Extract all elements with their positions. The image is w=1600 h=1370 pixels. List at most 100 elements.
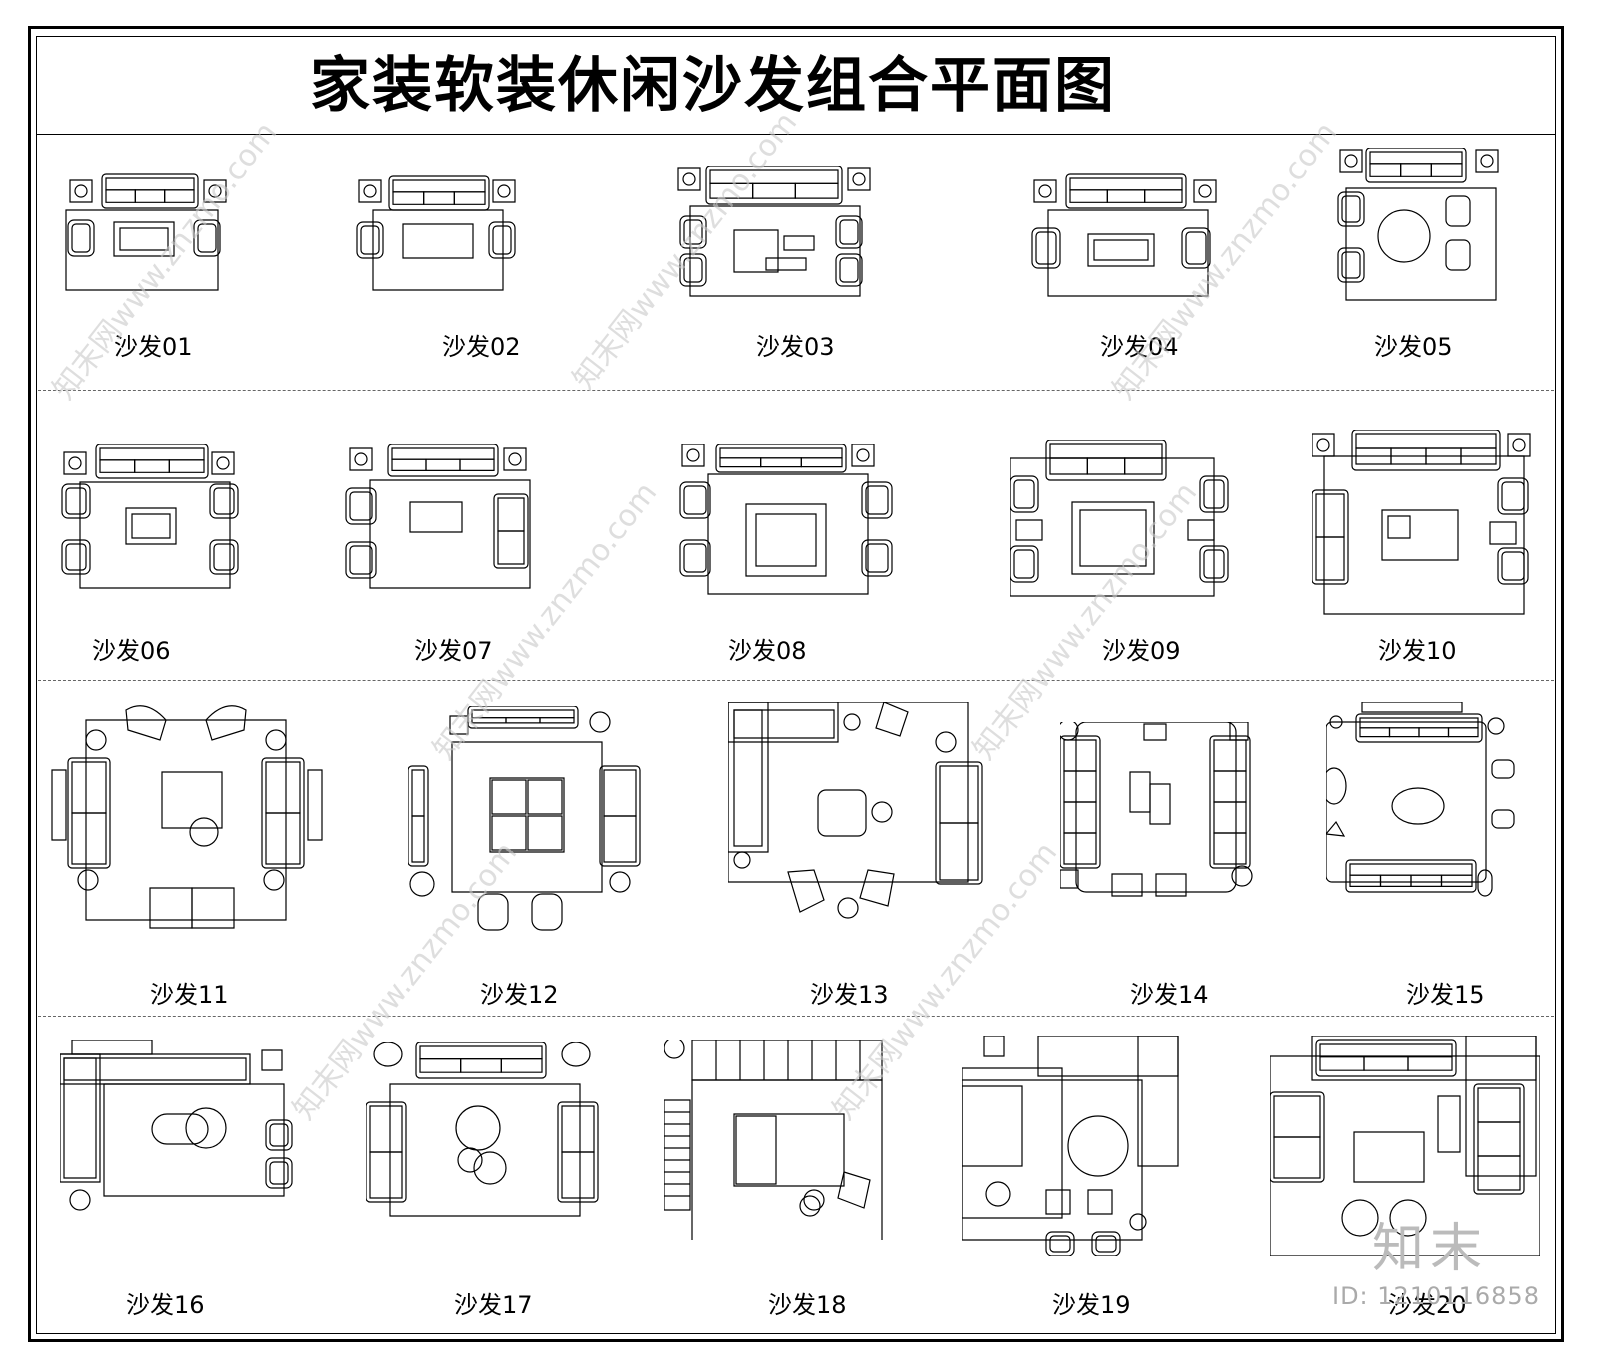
plant bbox=[800, 1196, 820, 1216]
armchair-seat bbox=[840, 220, 858, 244]
plan-label-05: 沙发05 bbox=[1374, 333, 1453, 361]
sofa-cushion bbox=[1050, 458, 1087, 474]
sofa-cushion bbox=[420, 1059, 461, 1073]
dining-chair bbox=[478, 894, 508, 930]
plan-label-02: 沙发02 bbox=[442, 333, 521, 361]
side-table bbox=[350, 448, 372, 470]
sofa-cushion bbox=[426, 459, 460, 470]
lamp bbox=[1039, 185, 1051, 197]
sofa-plan-07 bbox=[344, 444, 544, 596]
sofa-cushion bbox=[1316, 494, 1344, 537]
armchair bbox=[210, 484, 238, 518]
sofa-plan-17 bbox=[366, 1042, 616, 1222]
tea-table bbox=[734, 230, 778, 272]
round-stool bbox=[190, 818, 218, 846]
sofa-back bbox=[1050, 444, 1162, 458]
right-sofa bbox=[936, 762, 982, 884]
sofa-cushion bbox=[1274, 1096, 1320, 1137]
sofa-cushion bbox=[64, 1058, 96, 1178]
bench bbox=[1438, 1096, 1460, 1152]
rug bbox=[728, 702, 968, 882]
stool bbox=[474, 1152, 506, 1184]
three-seat-sofa bbox=[102, 174, 198, 208]
coffee-table bbox=[152, 1114, 208, 1144]
l-sofa-side bbox=[1138, 1036, 1178, 1166]
armchair bbox=[788, 870, 824, 912]
side-table bbox=[734, 852, 750, 868]
side-table bbox=[678, 168, 700, 190]
lamp bbox=[75, 185, 87, 197]
right-sofa bbox=[600, 766, 640, 866]
sofa-plan-01 bbox=[62, 170, 242, 300]
armchair-seat bbox=[1204, 480, 1224, 508]
page-title: 家装软装休闲沙发组合平面图 bbox=[310, 51, 1116, 121]
side-table bbox=[1060, 870, 1078, 888]
coffee-table bbox=[1088, 234, 1154, 266]
armchair-seat bbox=[1342, 252, 1360, 278]
side-table bbox=[493, 180, 515, 202]
armchair-seat bbox=[1014, 550, 1034, 578]
sofa-cushion bbox=[392, 459, 426, 470]
coffee-table bbox=[403, 224, 473, 258]
round-table bbox=[456, 1106, 500, 1150]
plan-label-15: 沙发15 bbox=[1406, 981, 1485, 1009]
rug bbox=[370, 480, 530, 588]
sofa-back bbox=[392, 448, 494, 459]
sofa-cushion bbox=[393, 192, 424, 204]
drawing-inner-frame bbox=[36, 36, 1556, 1334]
armchair-seat bbox=[214, 544, 234, 570]
rug bbox=[1324, 456, 1524, 614]
sofa-plan-19 bbox=[962, 1036, 1202, 1256]
armchair-seat bbox=[66, 488, 86, 514]
lamp bbox=[857, 449, 869, 461]
armchair bbox=[680, 216, 706, 248]
sofa-cushion bbox=[1214, 802, 1246, 833]
sofa-cushion bbox=[604, 770, 636, 816]
armchair bbox=[1200, 546, 1228, 582]
rug bbox=[690, 206, 860, 296]
sofa-plan-20 bbox=[1270, 1036, 1540, 1256]
sofa-cushion bbox=[460, 459, 494, 470]
ottoman bbox=[1446, 196, 1470, 226]
plan-label-16: 沙发16 bbox=[126, 1291, 205, 1319]
plan-label-18: 沙发18 bbox=[768, 1291, 847, 1319]
sofa-cushion bbox=[1408, 1057, 1452, 1071]
stool bbox=[1326, 822, 1344, 836]
l-sofa-top bbox=[728, 702, 838, 742]
sofa-cushion bbox=[135, 190, 164, 202]
armchair-seat bbox=[1096, 1236, 1116, 1252]
side-table bbox=[664, 1040, 684, 1058]
armchair-seat bbox=[66, 544, 86, 570]
sofa-back bbox=[1370, 152, 1462, 164]
coffee-table bbox=[746, 504, 826, 576]
ottoman bbox=[1088, 1190, 1112, 1214]
sofa-cushion bbox=[1125, 458, 1162, 474]
sofa-plan-18 bbox=[664, 1040, 924, 1240]
right-sofa bbox=[1474, 1084, 1524, 1194]
armchair-seat bbox=[1014, 480, 1034, 508]
left-sofa bbox=[366, 1102, 406, 1202]
tray bbox=[766, 258, 806, 270]
side-table bbox=[86, 730, 106, 750]
sofa-cushion bbox=[1070, 190, 1107, 202]
plan-label-19: 沙发19 bbox=[1052, 1291, 1131, 1319]
sofa-cushion bbox=[1364, 1057, 1408, 1071]
armchair bbox=[1032, 228, 1060, 268]
side-table bbox=[1326, 768, 1346, 804]
three-seat-sofa bbox=[1316, 1040, 1456, 1076]
coffee-table bbox=[818, 790, 866, 836]
side-chair bbox=[562, 1042, 590, 1066]
side-table bbox=[852, 444, 874, 466]
armchair bbox=[1046, 1232, 1074, 1256]
four-seat-sofa bbox=[1352, 430, 1500, 470]
sofa-cushion bbox=[1064, 802, 1096, 833]
armchair bbox=[489, 222, 515, 258]
sofa-cushion bbox=[1478, 1088, 1520, 1122]
sofa-back bbox=[1350, 864, 1472, 875]
sofa-cushion bbox=[1360, 728, 1390, 737]
sofa-cushion bbox=[1145, 190, 1182, 202]
tile bbox=[736, 1116, 776, 1184]
three-seat-sofa bbox=[716, 444, 846, 472]
plant bbox=[936, 732, 956, 752]
sofa-back bbox=[1320, 1044, 1452, 1057]
